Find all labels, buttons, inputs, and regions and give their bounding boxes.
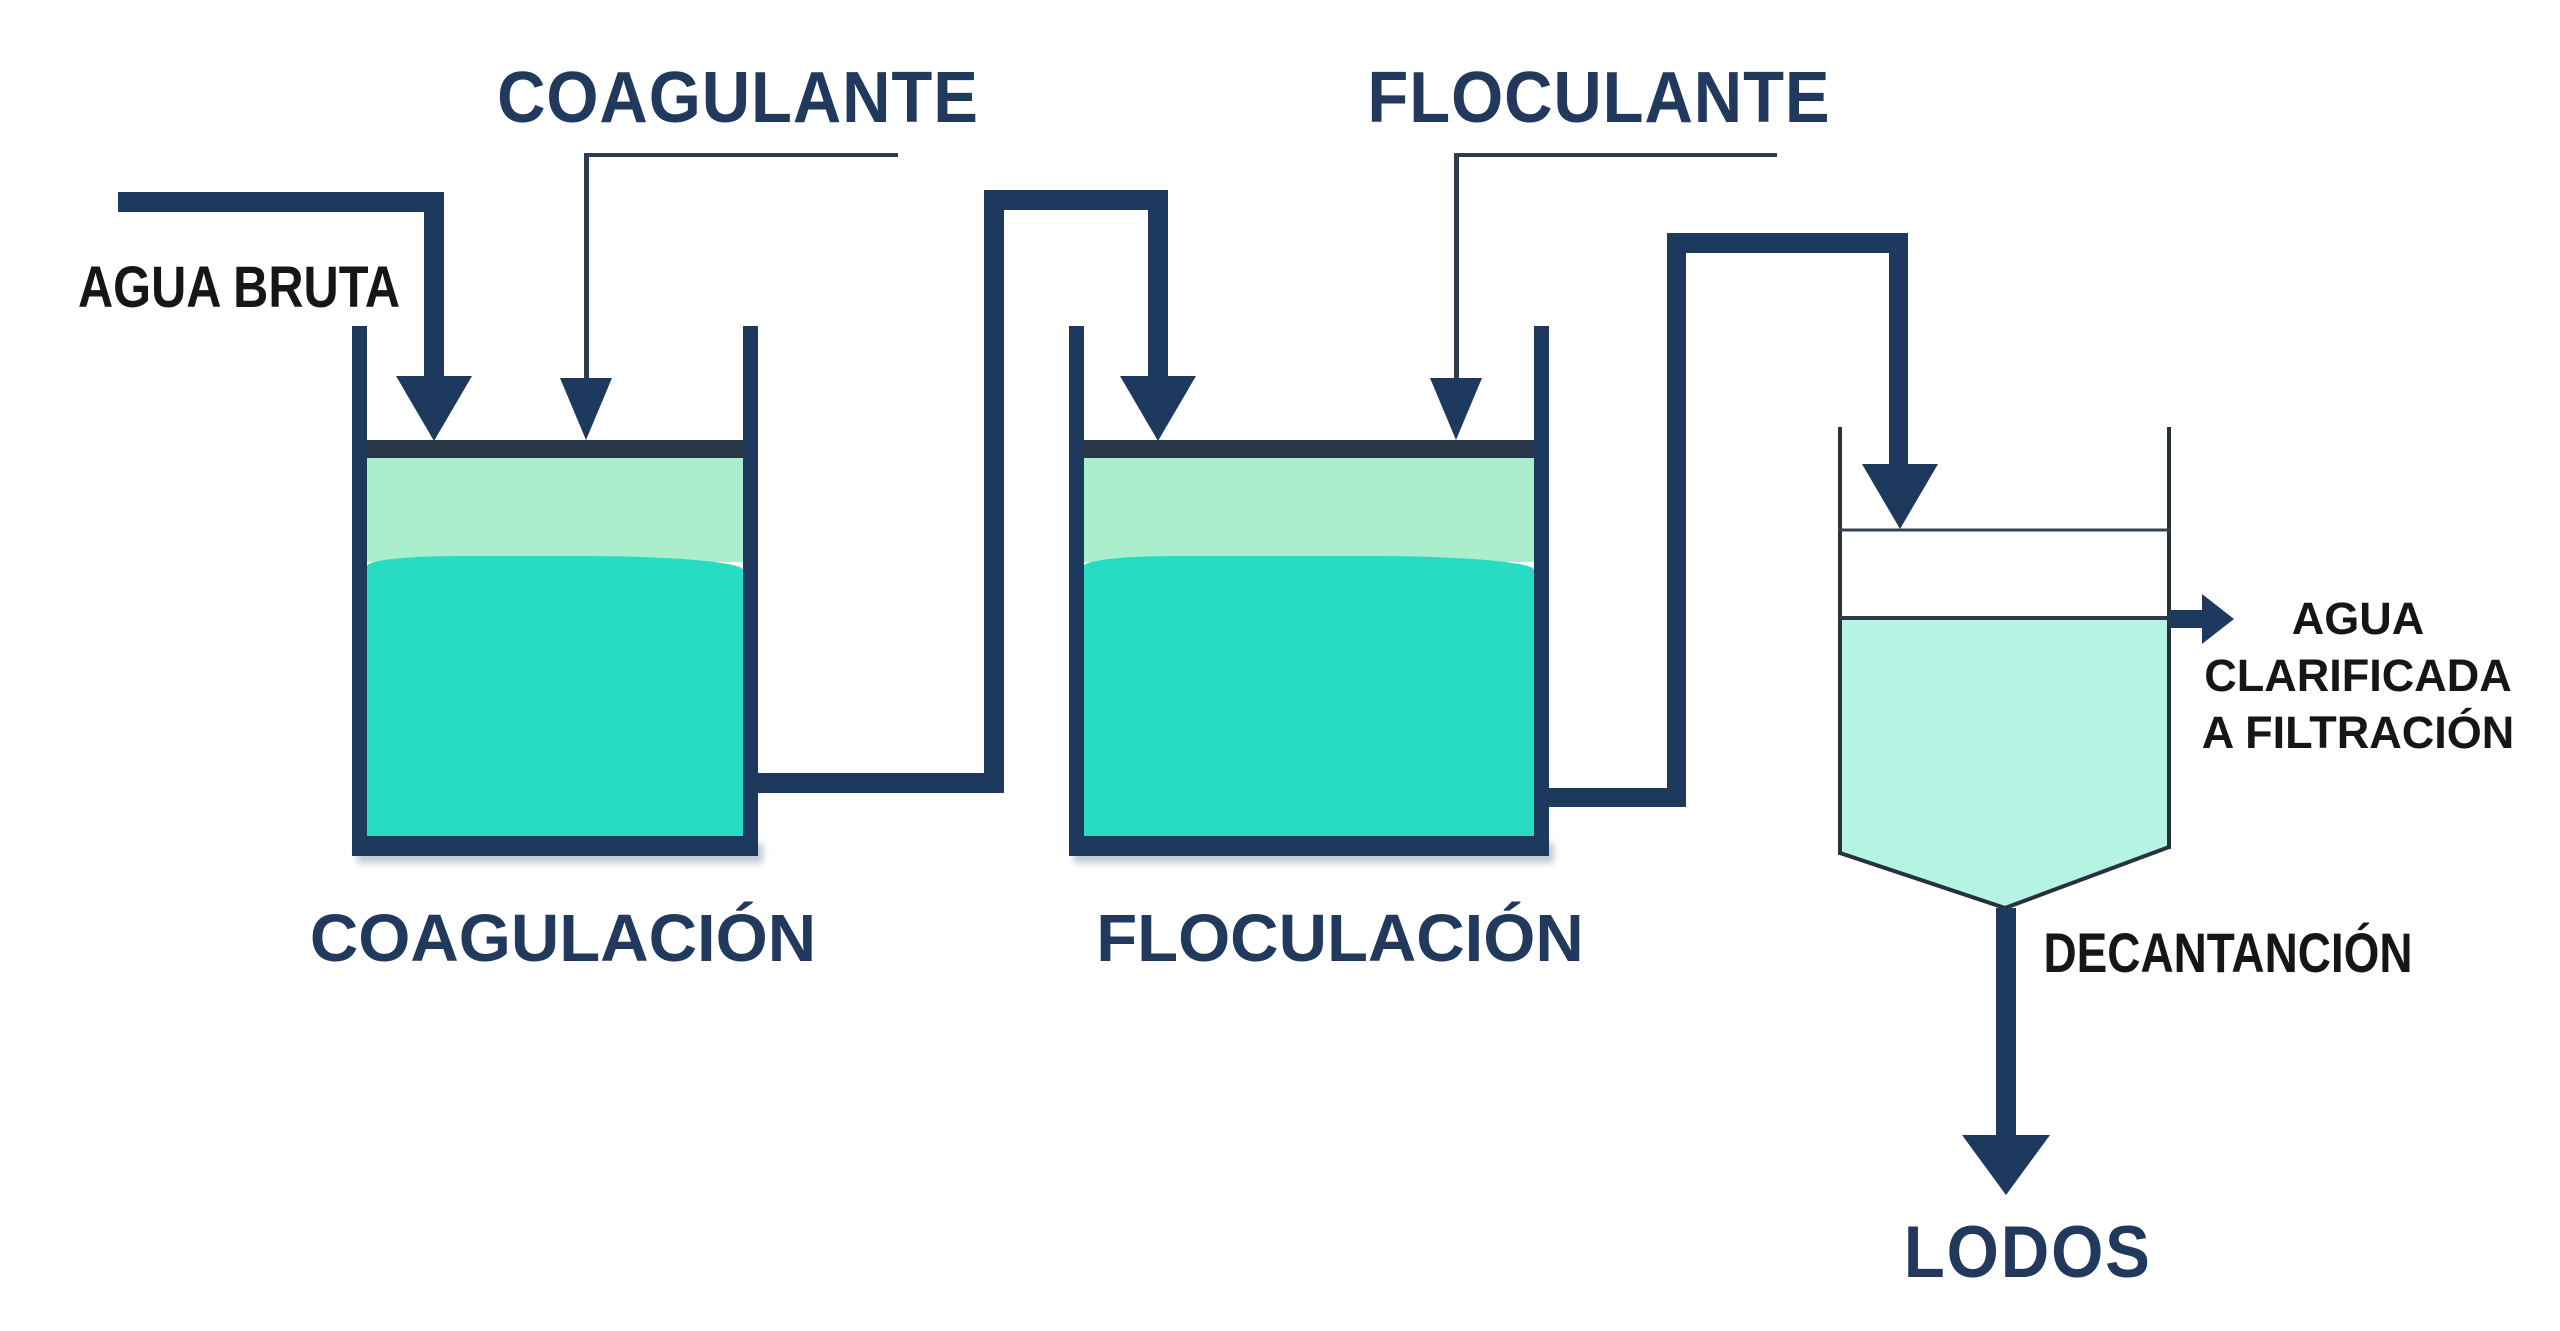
transfer-pipe-1-riser — [984, 190, 1004, 793]
flocculant-dosing-arrow-icon — [1430, 378, 1482, 440]
transfer-pipe-2-top — [1667, 233, 1908, 253]
floculante-label-text: FLOCULANTE — [1367, 58, 1831, 138]
transfer-pipe-1-downcomer — [1148, 210, 1168, 376]
coagulation-tank-left-wall — [352, 326, 367, 856]
decantacion-label: DECANTANCIÓN — [1978, 925, 2478, 981]
clarified-water-arrow-icon — [2202, 594, 2234, 644]
agua-bruta-label: AGUA BRUTA — [78, 259, 461, 317]
flocculation-tank-right-wall — [1534, 326, 1549, 856]
raw-water-inlet-pipe-horizontal — [118, 192, 444, 212]
sludge-outlet-line — [1996, 908, 2016, 1135]
coagulante-label: COAGULANTE — [438, 62, 1038, 134]
coagulant-dosing-arrow-icon — [560, 378, 612, 440]
coagulacion-label: COAGULACIÓN — [263, 905, 863, 972]
transfer-pipe-2-downcomer — [1889, 253, 1908, 464]
agua-bruta-label-text: AGUA BRUTA — [78, 255, 401, 320]
transfer-pipe-2-flow-arrow-icon — [1862, 464, 1938, 529]
coagulacion-label-text: COAGULACIÓN — [309, 901, 817, 976]
clarified-water-outlet-pipe — [2169, 610, 2202, 628]
coagulation-tank-water-surface-bar — [367, 440, 743, 458]
agua-clarificada-line-2: CLARIFICADA — [2204, 650, 2512, 701]
decantacion-label-text: DECANTANCIÓN — [2043, 921, 2413, 984]
flocculation-tank-bottom — [1069, 836, 1549, 856]
flocculant-feed-line-vertical — [1454, 153, 1459, 378]
transfer-pipe-2-outlet-horizontal — [1549, 788, 1686, 807]
transfer-pipe-1-flow-arrow-icon — [1120, 376, 1196, 441]
floculante-label: FLOCULANTE — [1299, 62, 1899, 134]
floculacion-label: FLOCULACIÓN — [1040, 905, 1640, 972]
decanter-vessel — [1838, 427, 2234, 911]
lodos-label-text: LODOS — [1903, 1212, 2152, 1293]
flocculation-tank-upper-water — [1084, 458, 1534, 562]
transfer-pipe-1-outlet-horizontal — [758, 773, 1004, 793]
coagulation-tank-bottom — [352, 836, 758, 856]
flocculation-tank-lower-water — [1084, 556, 1534, 836]
flocculation-tank-water-surface-bar — [1084, 440, 1534, 458]
lodos-label: LODOS — [1828, 1216, 2228, 1289]
transfer-pipe-2-riser — [1667, 233, 1686, 807]
coagulation-tank-right-wall — [743, 326, 758, 856]
coagulation-tank-upper-water — [367, 458, 743, 562]
raw-water-flow-arrow-icon — [396, 376, 472, 441]
flocculation-tank-left-wall — [1069, 326, 1084, 856]
coagulant-feed-line-vertical — [584, 153, 589, 378]
agua-clarificada-line-3: A FILTRACIÓN — [2201, 707, 2515, 758]
coagulation-tank-lower-water — [367, 556, 743, 836]
agua-clarificada-line-1: AGUA — [2291, 593, 2425, 644]
flocculant-feed-line-horizontal — [1454, 153, 1777, 157]
raw-water-inlet-pipe-vertical — [424, 192, 444, 376]
coagulant-feed-line-horizontal — [584, 153, 898, 157]
agua-clarificada-label: AGUA CLARIFICADA A FILTRACIÓN — [2158, 590, 2558, 761]
coagulante-label-text: COAGULANTE — [497, 58, 979, 138]
floculacion-label-text: FLOCULACIÓN — [1096, 901, 1584, 976]
decanter-clarified-water — [1840, 620, 2169, 908]
sludge-arrow-icon — [1962, 1135, 2050, 1195]
transfer-pipe-1-top — [984, 190, 1168, 210]
